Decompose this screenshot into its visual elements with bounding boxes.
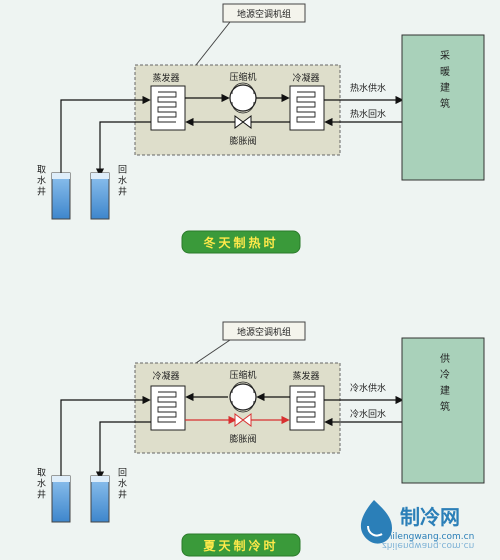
winter-return-label: 热水回水 [350,108,386,120]
summer-intake-well-top [52,476,70,482]
winter-building-label: 采暖建筑 [438,50,450,114]
winter-compressor [229,84,257,112]
summer-diagram: 地源空调机组 冷凝器 压缩机 蒸发器 膨胀阀 冷水供水 冷水回水 供冷建筑 [35,321,485,557]
winter-diagram: 地源空调机组 蒸发器 压缩机 冷凝器 膨胀阀 热水供水 热水回水 [35,3,485,254]
winter-unit-label-box [222,3,306,23]
watermark-url: zhilengwang.com.cn [382,532,474,542]
summer-expansion-valve-label: 膨胀阀 [229,433,256,445]
summer-supply-label: 冷水供水 [350,382,386,394]
summer-compressor-symbol [231,381,255,413]
winter-condenser [289,85,325,131]
summer-building-label: 供冷建筑 [438,352,450,417]
summer-unit-callout [195,339,231,364]
winter-intake-well-label: 取水井 [35,164,46,197]
winter-supply-label: 热水供水 [350,82,386,94]
winter-evaporator-coil [157,91,177,123]
winter-condenser-coil [296,91,316,123]
summer-compressor [229,383,257,411]
winter-return-pipe [95,121,151,177]
watermark-url-mirrored: zhilengwang.com.cn [382,540,474,550]
droplet-logo-highlight [367,525,383,537]
winter-unit-label: 地源空调机组 [237,8,291,20]
winter-compressor-symbol [231,82,255,114]
winter-return-well [90,172,110,220]
winter-mode-badge [181,230,301,254]
winter-intake-well [51,172,71,220]
winter-unit-callout [195,21,231,66]
summer-evaporator-label: 蒸发器 [292,370,319,382]
summer-mode-badge [181,533,301,557]
winter-expansion-valve-label: 膨胀阀 [229,135,256,147]
summer-intake-well [51,475,71,523]
summer-compressor-label: 压缩机 [229,369,256,381]
summer-unit-label-box [222,321,306,341]
winter-compressor-label: 压缩机 [229,71,256,83]
summer-return-well-top [91,476,109,482]
summer-expansion-valve [234,413,252,427]
summer-condenser-label: 冷凝器 [152,370,179,382]
watermark: 制冷网 zhilengwang.com.cn zhilengwang.com.c… [360,500,474,550]
summer-evaporator-coil [296,391,316,423]
droplet-logo-icon [360,500,392,544]
summer-return-label: 冷水回水 [350,408,386,420]
summer-return-well [90,475,110,523]
summer-mode-label: 夏天制冷时 [203,538,278,553]
summer-condenser [150,385,186,431]
summer-building [401,337,485,484]
summer-evaporator [289,385,325,431]
winter-expansion-valve [234,115,252,129]
winter-evaporator-label: 蒸发器 [152,72,179,84]
winter-intake-well-top [52,173,70,179]
summer-condenser-coil [157,391,177,423]
winter-return-well-label: 回水井 [116,164,127,197]
winter-intake-pipe [60,95,151,175]
watermark-brand: 制冷网 [400,505,460,529]
summer-unit-label: 地源空调机组 [237,326,291,338]
summer-return-well-label: 回水井 [116,467,127,500]
winter-mode-label: 冬天制热时 [203,235,278,250]
winter-evaporator [150,85,186,131]
summer-intake-pipe [60,395,151,478]
summer-intake-well-label: 取水井 [35,467,46,500]
winter-return-well-top [91,173,109,179]
winter-building [401,34,485,181]
winter-condenser-label: 冷凝器 [292,72,319,84]
summer-return-pipe [95,421,151,480]
